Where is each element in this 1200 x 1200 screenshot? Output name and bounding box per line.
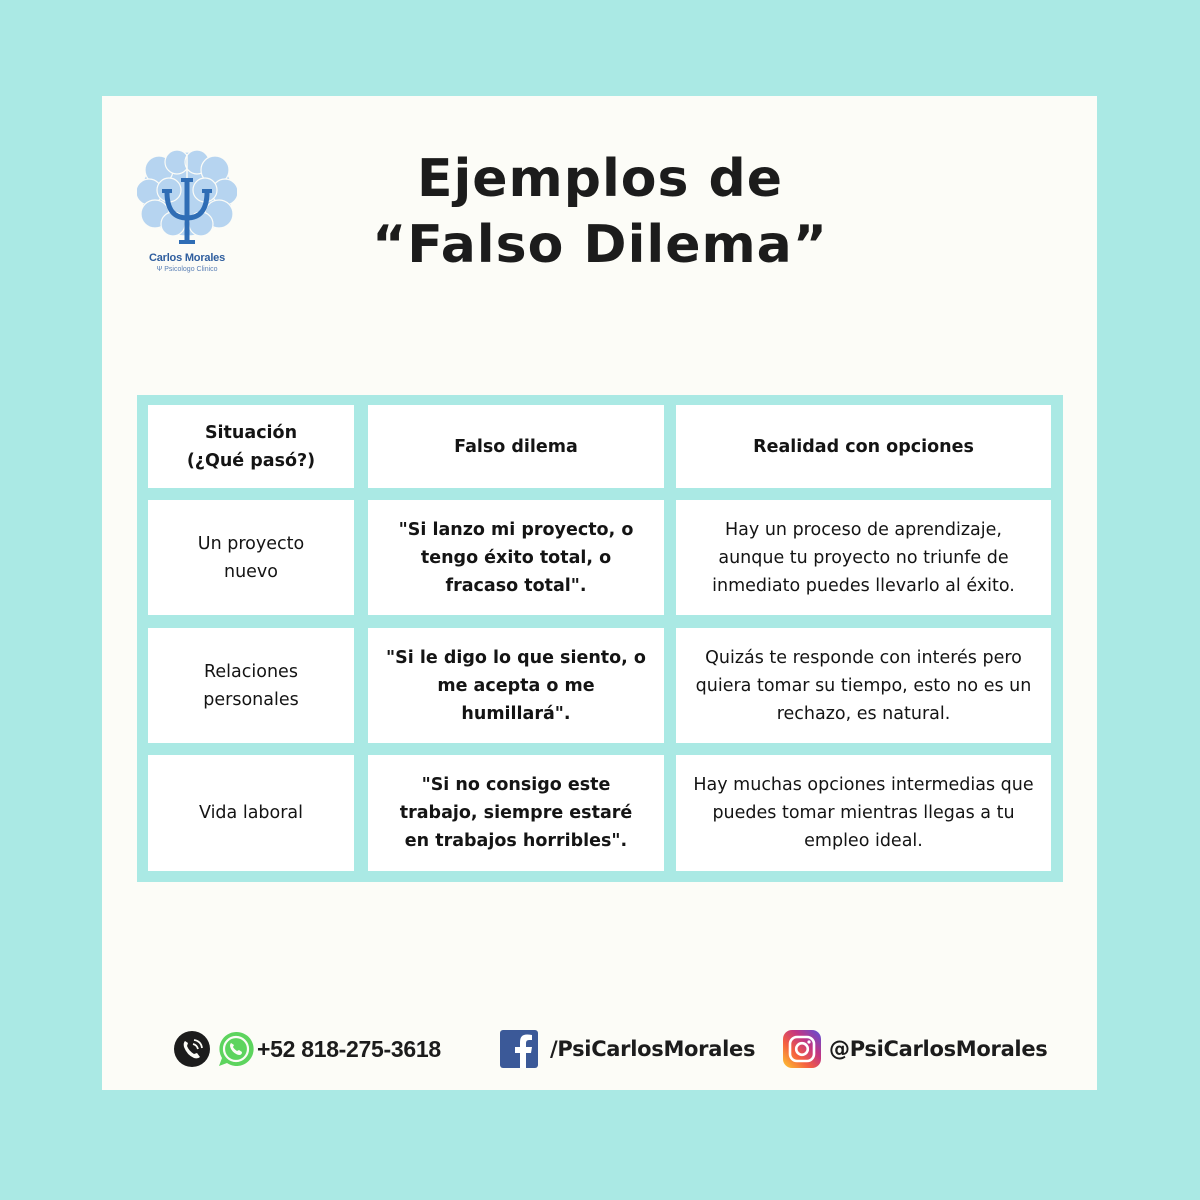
header-realidad: Realidad con opciones bbox=[676, 405, 1051, 488]
title-line-1: Ejemplos de bbox=[416, 149, 784, 209]
header-situacion: Situación (¿Qué pasó?) bbox=[148, 405, 354, 488]
instagram-handle: @PsiCarlosMorales bbox=[829, 1037, 1048, 1061]
instagram-icon bbox=[783, 1030, 821, 1068]
logo-subtitle: Ψ Psicologo Clinico bbox=[156, 266, 218, 273]
phone-icon bbox=[174, 1031, 210, 1067]
whatsapp-icon bbox=[219, 1031, 254, 1066]
facebook-icon bbox=[500, 1030, 538, 1068]
row-3-falso-dilema: "Si no consigo este trabajo, siempre est… bbox=[368, 755, 664, 871]
row-3-realidad: Hay muchas opciones intermedias que pued… bbox=[676, 755, 1051, 871]
header-falso-dilema: Falso dilema bbox=[368, 405, 664, 488]
row-1-realidad: Hay un proceso de aprendizaje, aunque tu… bbox=[676, 500, 1051, 615]
logo-name: Carlos Morales bbox=[148, 252, 226, 264]
examples-table: Situación (¿Qué pasó?) Falso dilema Real… bbox=[137, 395, 1063, 882]
phone-number: +52 818-275-3618 bbox=[257, 1035, 441, 1062]
row-2-falso-dilema: "Si le digo lo que siento, o me acepta o… bbox=[368, 628, 664, 743]
footer-instagram[interactable]: @PsiCarlosMorales bbox=[783, 1030, 1048, 1068]
title-line-2: “Falso Dilema” bbox=[372, 215, 828, 275]
brain-psi-icon bbox=[137, 150, 237, 244]
logo: Carlos Morales Ψ Psicologo Clinico bbox=[137, 150, 237, 278]
footer-phone[interactable]: +52 818-275-3618 bbox=[173, 1030, 441, 1068]
row-1-falso-dilema: "Si lanzo mi proyecto, o tengo éxito tot… bbox=[368, 500, 664, 615]
row-1-situacion: Un proyecto nuevo bbox=[148, 500, 354, 615]
facebook-handle: /PsiCarlosMorales bbox=[550, 1037, 756, 1061]
row-2-situacion: Relaciones personales bbox=[148, 628, 354, 743]
row-2-realidad: Quizás te responde con interés pero quie… bbox=[676, 628, 1051, 743]
row-3-situacion: Vida laboral bbox=[148, 755, 354, 871]
page-title: Ejemplos de “Falso Dilema” bbox=[300, 146, 900, 278]
footer-facebook[interactable]: /PsiCarlosMorales bbox=[500, 1030, 755, 1068]
